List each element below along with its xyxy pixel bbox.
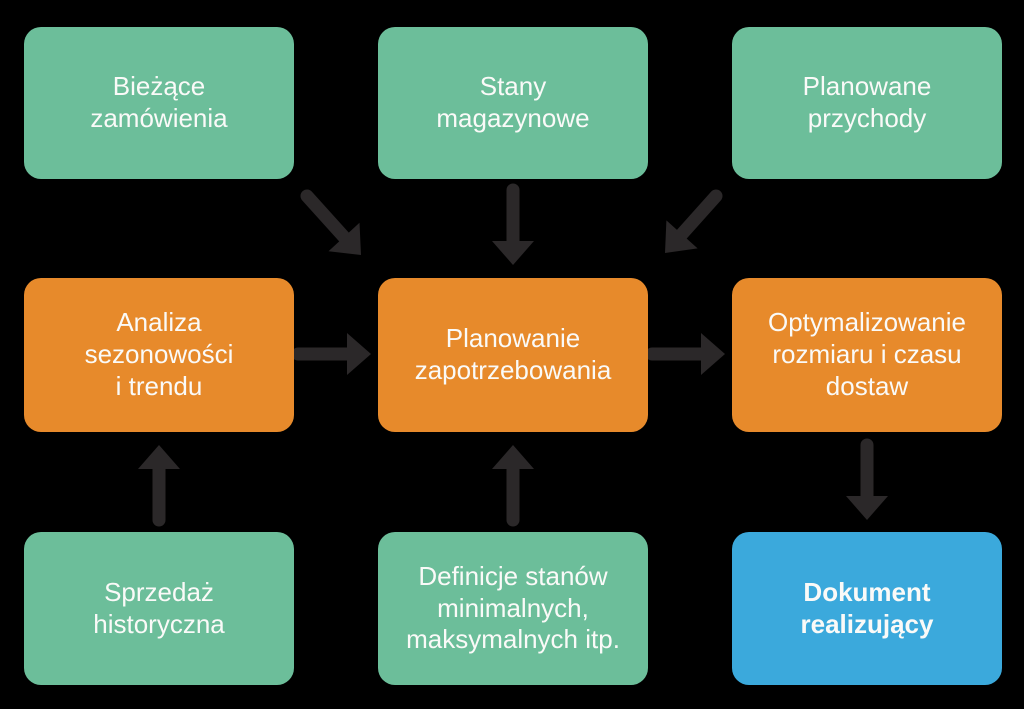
arrow-up-icon [492, 445, 534, 527]
arrow-down-icon [492, 183, 534, 265]
node-label: Stany magazynowe [436, 71, 590, 133]
node-label: Optymalizowanie rozmiaru i czasu dostaw [768, 307, 966, 401]
arrow-down-left-icon [665, 189, 723, 253]
node-dokument-realizujacy: Dokument realizujący [732, 532, 1002, 685]
node-label: Sprzedaż historyczna [93, 576, 225, 639]
node-sprzedaz-historyczna: Sprzedaż historyczna [24, 532, 294, 685]
node-analiza-sezonowosci-i-trendu: Analiza sezonowości i trendu [24, 278, 294, 432]
node-label: Analiza sezonowości i trendu [84, 307, 234, 401]
arrow-down-right-icon [300, 189, 361, 255]
node-label: Definicje stanów minimalnych, maksymalny… [406, 560, 620, 655]
node-definicje-stanow: Definicje stanów minimalnych, maksymalny… [378, 532, 648, 685]
node-stany-magazynowe: Stany magazynowe [378, 27, 648, 179]
node-optymalizowanie-rozmiaru-i-czasu-dostaw: Optymalizowanie rozmiaru i czasu dostaw [732, 278, 1002, 432]
arrow-up-icon [138, 445, 180, 527]
arrow-right-icon [291, 333, 371, 375]
node-planowanie-zapotrzebowania: Planowanie zapotrzebowania [378, 278, 648, 432]
node-biezace-zamowienia: Bieżące zamówienia [24, 27, 294, 179]
arrow-down-icon [846, 438, 888, 520]
node-label: Planowanie zapotrzebowania [414, 323, 612, 385]
node-label: Bieżące zamówienia [90, 71, 228, 133]
node-label: Dokument realizujący [800, 576, 934, 639]
node-label: Planowane przychody [802, 71, 932, 133]
arrow-right-icon [645, 333, 725, 375]
node-planowane-przychody: Planowane przychody [732, 27, 1002, 179]
